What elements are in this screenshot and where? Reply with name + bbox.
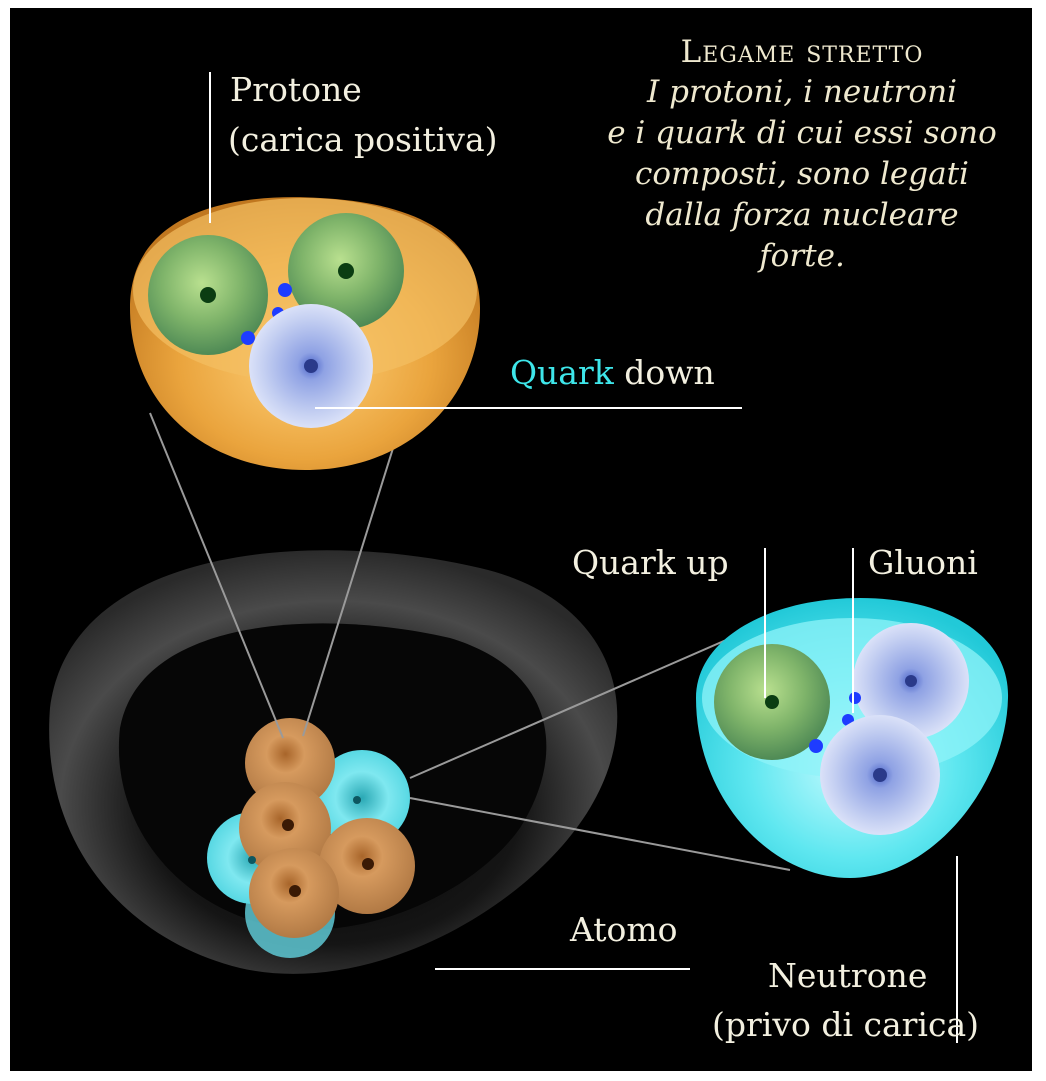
- label-gluoni: Gluoni: [868, 543, 978, 583]
- description-line-4: dalla forza nucleare: [592, 195, 1012, 236]
- description-line-2: e i quark di cui essi sono: [592, 113, 1012, 154]
- description-line-5: forte.: [592, 236, 1012, 277]
- label-quark-up: Quark up: [572, 543, 729, 583]
- description-line-3: composti, sono legati: [592, 154, 1012, 195]
- proton-diagram: [130, 197, 480, 470]
- label-quark-down: Quark down: [510, 353, 715, 393]
- diagram-panel: Legame stretto I protoni, i neutroni e i…: [10, 8, 1032, 1071]
- label-neutrone-sub: (privo di carica): [712, 1005, 979, 1045]
- label-neutrone: Neutrone: [768, 956, 927, 996]
- label-quark-down-prefix: Quark: [510, 353, 614, 392]
- label-protone-sub: (carica positiva): [228, 120, 498, 160]
- description-line-1: I protoni, i neutroni: [592, 72, 1012, 113]
- description-block: Legame stretto I protoni, i neutroni e i…: [592, 32, 1012, 277]
- label-protone: Protone: [230, 70, 362, 110]
- label-atomo: Atomo: [570, 910, 678, 950]
- label-quark-down-suffix: down: [614, 353, 715, 392]
- heading: Legame stretto: [592, 32, 1012, 72]
